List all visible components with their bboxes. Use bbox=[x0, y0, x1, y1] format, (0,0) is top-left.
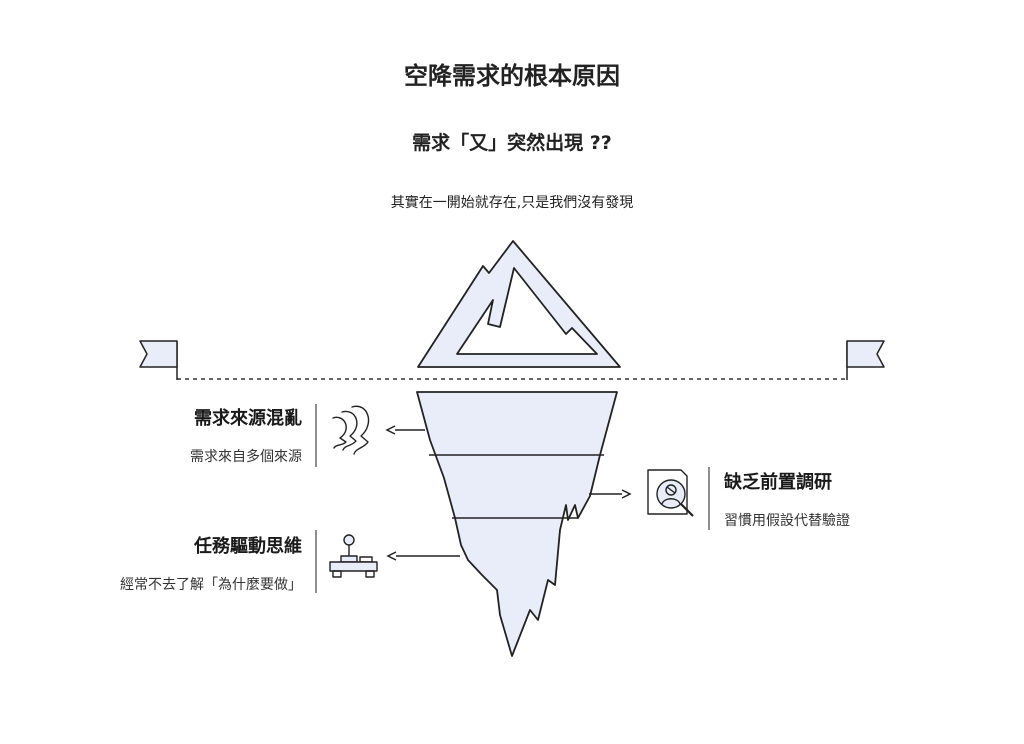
sound-waves-icon bbox=[332, 405, 370, 455]
no-research-desc: 習慣用假設代替驗證 bbox=[724, 513, 850, 529]
iceberg-body bbox=[416, 391, 618, 657]
arrow-no-research bbox=[589, 489, 632, 499]
joystick-icon bbox=[329, 534, 378, 578]
no-research-title: 缺乏前置調研 bbox=[724, 472, 832, 493]
task-driven-desc: 經常不去了解「為什麼要做」 bbox=[120, 577, 302, 593]
right-flag-icon bbox=[846, 340, 885, 380]
source-chaos-title: 需求來源混亂 bbox=[194, 408, 302, 429]
task-driven-title: 任務驅動思維 bbox=[194, 536, 302, 557]
magnifier-user-icon bbox=[647, 469, 694, 517]
arrow-task-driven bbox=[386, 551, 460, 561]
diagram-title: 空降需求的根本原因 bbox=[404, 62, 620, 90]
diagram-caption: 其實在一開始就存在,只是我們沒有發現 bbox=[390, 195, 634, 211]
source-chaos-desc: 需求來自多個來源 bbox=[190, 449, 302, 465]
iceberg-tip bbox=[417, 240, 621, 368]
diagram-subtitle: 需求「又」突然出現 ?? bbox=[412, 132, 612, 154]
arrow-source-chaos bbox=[385, 425, 425, 435]
left-flag-icon bbox=[139, 340, 178, 380]
